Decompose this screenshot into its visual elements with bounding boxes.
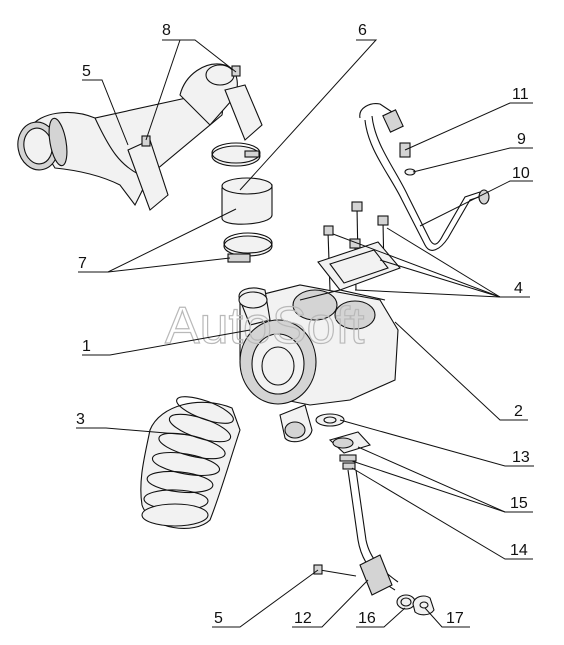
o-ring-16 bbox=[396, 594, 416, 610]
bolt-5-lower bbox=[313, 564, 357, 577]
callout-17: 17 bbox=[446, 610, 464, 627]
callout-16: 16 bbox=[358, 610, 376, 627]
oil-feed-pipe bbox=[359, 103, 490, 251]
callout-4: 4 bbox=[514, 280, 523, 297]
callout-labels: 8 5 6 11 9 10 7 4 1 2 3 13 15 14 5 12 16… bbox=[76, 22, 530, 627]
watermark: AutoSoft bbox=[165, 297, 365, 355]
callout-13: 13 bbox=[512, 449, 530, 466]
rubber-sleeve bbox=[221, 177, 273, 225]
callout-10: 10 bbox=[512, 165, 530, 182]
flange-gasket bbox=[317, 241, 401, 291]
hose-clamp-upper bbox=[211, 142, 261, 167]
callout-2: 2 bbox=[514, 403, 523, 420]
callout-15: 15 bbox=[510, 495, 528, 512]
callout-7: 7 bbox=[78, 255, 87, 272]
callout-12: 12 bbox=[294, 610, 312, 627]
callout-11: 11 bbox=[512, 86, 529, 103]
hose-clamp-lower bbox=[223, 232, 273, 263]
leader-lines bbox=[76, 39, 534, 628]
callout-9: 9 bbox=[517, 131, 526, 148]
drain-gasket-13 bbox=[315, 413, 345, 427]
callout-1: 1 bbox=[82, 338, 91, 355]
callout-14: 14 bbox=[510, 542, 528, 559]
intake-elbow-tube bbox=[17, 63, 263, 211]
turbocharger bbox=[238, 284, 399, 443]
callout-6: 6 bbox=[358, 22, 367, 39]
flange-17 bbox=[412, 595, 435, 616]
callout-3: 3 bbox=[76, 411, 85, 428]
callout-5-top: 5 bbox=[82, 63, 91, 80]
oil-drain-pipe bbox=[328, 431, 399, 596]
callout-5-bottom: 5 bbox=[214, 610, 223, 627]
bolt-8 bbox=[141, 65, 241, 147]
callout-8: 8 bbox=[162, 22, 171, 39]
corrugated-hose bbox=[140, 396, 241, 529]
